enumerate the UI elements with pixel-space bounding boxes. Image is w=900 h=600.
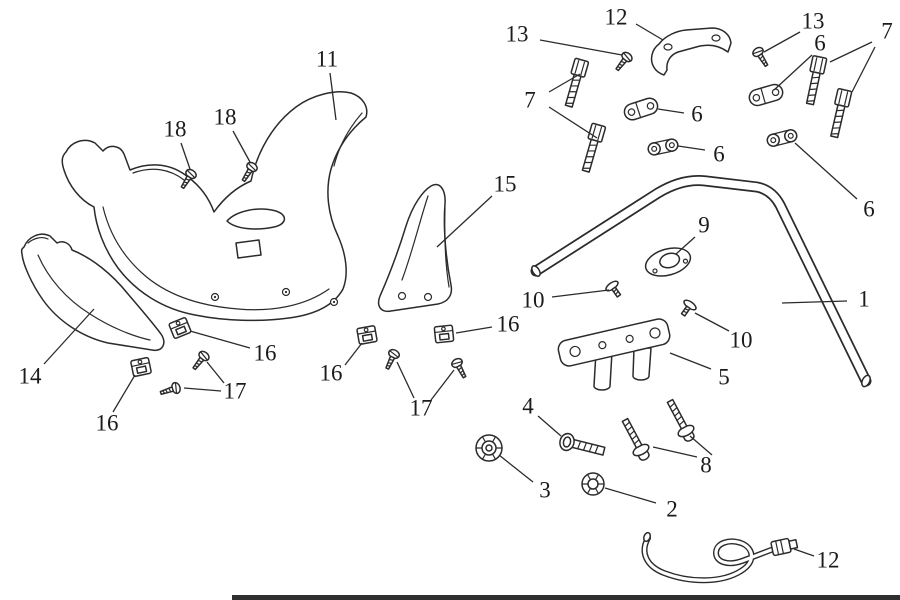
callout-label-7: 7 xyxy=(524,87,536,113)
bolt-8-b xyxy=(661,396,700,446)
leader-line xyxy=(689,435,713,456)
leader-line xyxy=(539,39,623,56)
callout-label-12: 12 xyxy=(816,547,840,573)
clip-16-c xyxy=(355,324,379,346)
clamp-6-a xyxy=(621,95,661,123)
callout-label-16: 16 xyxy=(253,340,277,366)
screw-17-b xyxy=(158,380,183,399)
leader-line xyxy=(436,195,493,248)
leader-line xyxy=(189,330,251,349)
leader-line xyxy=(669,352,712,370)
callout-label-4: 4 xyxy=(522,393,534,419)
callout-label-13: 13 xyxy=(801,8,825,34)
leader-line xyxy=(781,300,848,304)
callout-label-1: 1 xyxy=(858,286,870,312)
leader-line xyxy=(694,312,730,332)
leader-line xyxy=(551,289,610,298)
callout-label-5: 5 xyxy=(718,364,730,390)
callout-label-17: 17 xyxy=(409,395,433,421)
callout-label-7: 7 xyxy=(881,18,893,44)
leader-line xyxy=(206,361,225,384)
callout-label-6: 6 xyxy=(814,30,826,56)
part-bracket-panel-15 xyxy=(377,183,453,313)
leader-line xyxy=(652,446,698,458)
image-bottom-edge xyxy=(232,595,900,600)
leader-line xyxy=(851,46,876,93)
callout-label-6: 6 xyxy=(691,101,703,127)
leader-line xyxy=(677,145,706,151)
clamp-6-c xyxy=(646,137,680,157)
callout-label-16: 16 xyxy=(95,410,119,436)
leader-line xyxy=(635,23,664,41)
leader-line xyxy=(344,342,363,366)
leader-line xyxy=(604,487,657,504)
callout-label-16: 16 xyxy=(496,311,520,337)
part-nut-2 xyxy=(581,472,605,496)
callout-label-10: 10 xyxy=(521,287,545,313)
screw-17-a xyxy=(189,348,212,373)
leader-line xyxy=(232,130,251,163)
part-front-cover-11 xyxy=(61,91,368,322)
callout-label-15: 15 xyxy=(493,171,517,197)
callout-label-6: 6 xyxy=(863,196,875,222)
leader-line xyxy=(396,361,415,399)
part-mount-9 xyxy=(644,247,692,277)
leader-line xyxy=(829,41,873,63)
leader-line xyxy=(498,454,534,483)
clip-16-b xyxy=(129,356,153,378)
part-bolt-4 xyxy=(559,432,606,456)
callout-label-3: 3 xyxy=(539,477,551,503)
screw-17-c xyxy=(381,347,402,372)
callout-label-8: 8 xyxy=(700,452,712,478)
leader-line xyxy=(183,387,222,392)
callout-label-11: 11 xyxy=(315,46,339,72)
bolt-7-d xyxy=(826,87,853,140)
part-upper-bracket-12 xyxy=(650,27,732,76)
callout-label-2: 2 xyxy=(666,496,678,522)
part-nut-3 xyxy=(475,434,503,462)
leader-line xyxy=(763,31,801,53)
leader-line xyxy=(112,374,136,413)
leader-line xyxy=(430,369,455,401)
leader-line xyxy=(548,73,581,93)
leader-line xyxy=(794,142,858,200)
clip-16-d xyxy=(433,324,455,344)
leader-line xyxy=(329,72,337,121)
callout-label-14: 14 xyxy=(18,363,42,389)
leader-line xyxy=(455,326,493,334)
leader-line xyxy=(43,308,95,365)
callout-label-6: 6 xyxy=(713,141,725,167)
part-cable-12 xyxy=(641,531,799,584)
leader-line xyxy=(180,142,191,170)
callout-label-9: 9 xyxy=(698,212,710,238)
leader-line xyxy=(657,108,685,114)
part-handlebar-holder-5 xyxy=(557,318,671,391)
leader-line xyxy=(548,106,598,139)
bolt-7-a xyxy=(561,57,590,109)
callout-label-12: 12 xyxy=(604,4,628,30)
leader-line xyxy=(537,415,562,437)
leader-line xyxy=(773,54,813,91)
bolt-8-a xyxy=(616,415,655,465)
clamp-6-d xyxy=(765,127,799,149)
callout-label-13: 13 xyxy=(505,21,529,47)
part-handlebar-1 xyxy=(530,175,872,388)
callout-label-17: 17 xyxy=(223,378,247,404)
screw-17-d xyxy=(449,356,471,381)
bolt-7-b xyxy=(578,122,607,174)
screw-10-right xyxy=(676,297,699,320)
callout-label-18: 18 xyxy=(213,104,237,130)
leader-line xyxy=(675,236,696,255)
bolt-7-c xyxy=(802,54,828,107)
leader-lines xyxy=(43,23,876,557)
callout-label-18: 18 xyxy=(163,116,187,142)
clamp-6-b xyxy=(746,81,786,109)
leader-line xyxy=(793,548,815,557)
clip-16-a xyxy=(167,316,193,340)
callout-label-16: 16 xyxy=(319,360,343,386)
callout-label-10: 10 xyxy=(729,327,753,353)
